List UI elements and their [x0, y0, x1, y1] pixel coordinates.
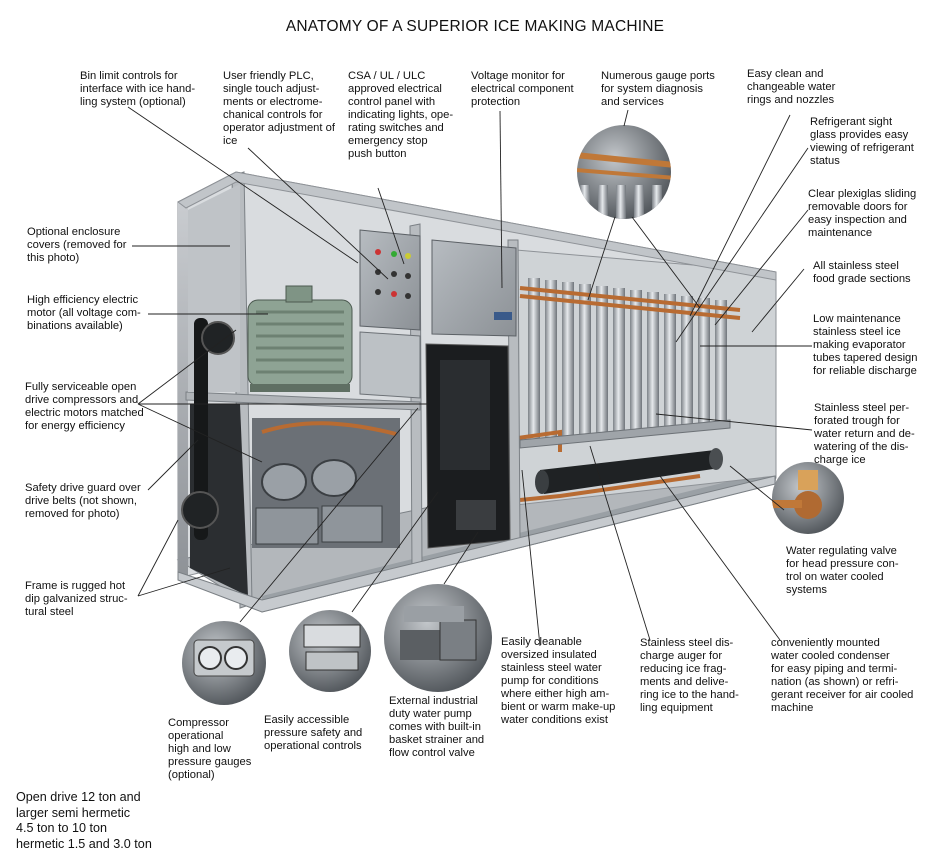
label-food-grade: All stainless steel food grade sections [813, 260, 911, 285]
leader-lines [127, 106, 813, 647]
label-external-pump: External industrial duty water pump come… [389, 695, 485, 759]
evaporator-tubes [528, 278, 727, 438]
label-csa-panel: CSA / UL / ULC approved electrical contr… [348, 70, 454, 160]
drive-belts [181, 318, 235, 540]
label-compressors: Fully serviceable open drive compressors… [25, 381, 144, 432]
diagram-title: ANATOMY OF A SUPERIOR ICE MAKING MACHINE [285, 18, 665, 35]
label-voltage-monitor: Voltage monitor for electrical component… [471, 70, 574, 108]
inset-gauge-ports [577, 125, 671, 219]
voltage-monitor-panel [431, 239, 517, 337]
label-pressure-controls: Easily accessible pressure safety and op… [264, 714, 363, 752]
label-enclosure: Optional enclosure covers (removed for t… [27, 226, 127, 264]
plc-panel [359, 229, 421, 331]
copper-piping [429, 286, 741, 502]
label-condenser: conveniently mounted water cooled conden… [771, 637, 914, 714]
compressor-range-note: Open drive 12 ton and larger semi hermet… [16, 790, 152, 851]
inset-regulating-valve [772, 462, 844, 534]
label-evaporator: Low maintenance stainless steel ice maki… [813, 313, 918, 377]
label-drive-guard: Safety drive guard over drive belts (not… [25, 482, 141, 520]
trough [519, 419, 731, 449]
label-regulating-valve: Water regulating valve for head pressure… [786, 545, 899, 596]
label-trough: Stainless steel per- forated trough for … [814, 402, 915, 466]
label-plexiglas: Clear plexiglas sliding removable doors … [808, 188, 917, 239]
machine-frame [176, 171, 777, 613]
label-auger: Stainless steel dis- charge auger for re… [640, 637, 739, 714]
condenser [535, 448, 723, 494]
label-gauges: Compressor operational high and low pres… [168, 717, 252, 781]
label-bin-limit: Bin limit controls for interface with ic… [80, 70, 196, 108]
label-sight-glass: Refrigerant sight glass provides easy vi… [810, 116, 914, 167]
inset-pressure-gauges [182, 621, 266, 705]
label-water-rings: Easy clean and changeable water rings an… [747, 68, 836, 106]
electric-motor [247, 285, 353, 392]
inset-external-pump [384, 584, 492, 692]
inset-pressure-controls [289, 610, 371, 692]
label-motor: High efficiency electric motor (all volt… [27, 294, 141, 332]
label-water-pump-insulated: Easily cleanable oversized insulated sta… [501, 636, 616, 726]
compressors [252, 418, 400, 548]
label-gauge-ports: Numerous gauge ports for system diagnosi… [601, 70, 715, 108]
label-frame: Frame is rugged hot dip galvanized struc… [25, 580, 128, 618]
label-plc: User friendly PLC, single touch adjust- … [223, 70, 335, 147]
